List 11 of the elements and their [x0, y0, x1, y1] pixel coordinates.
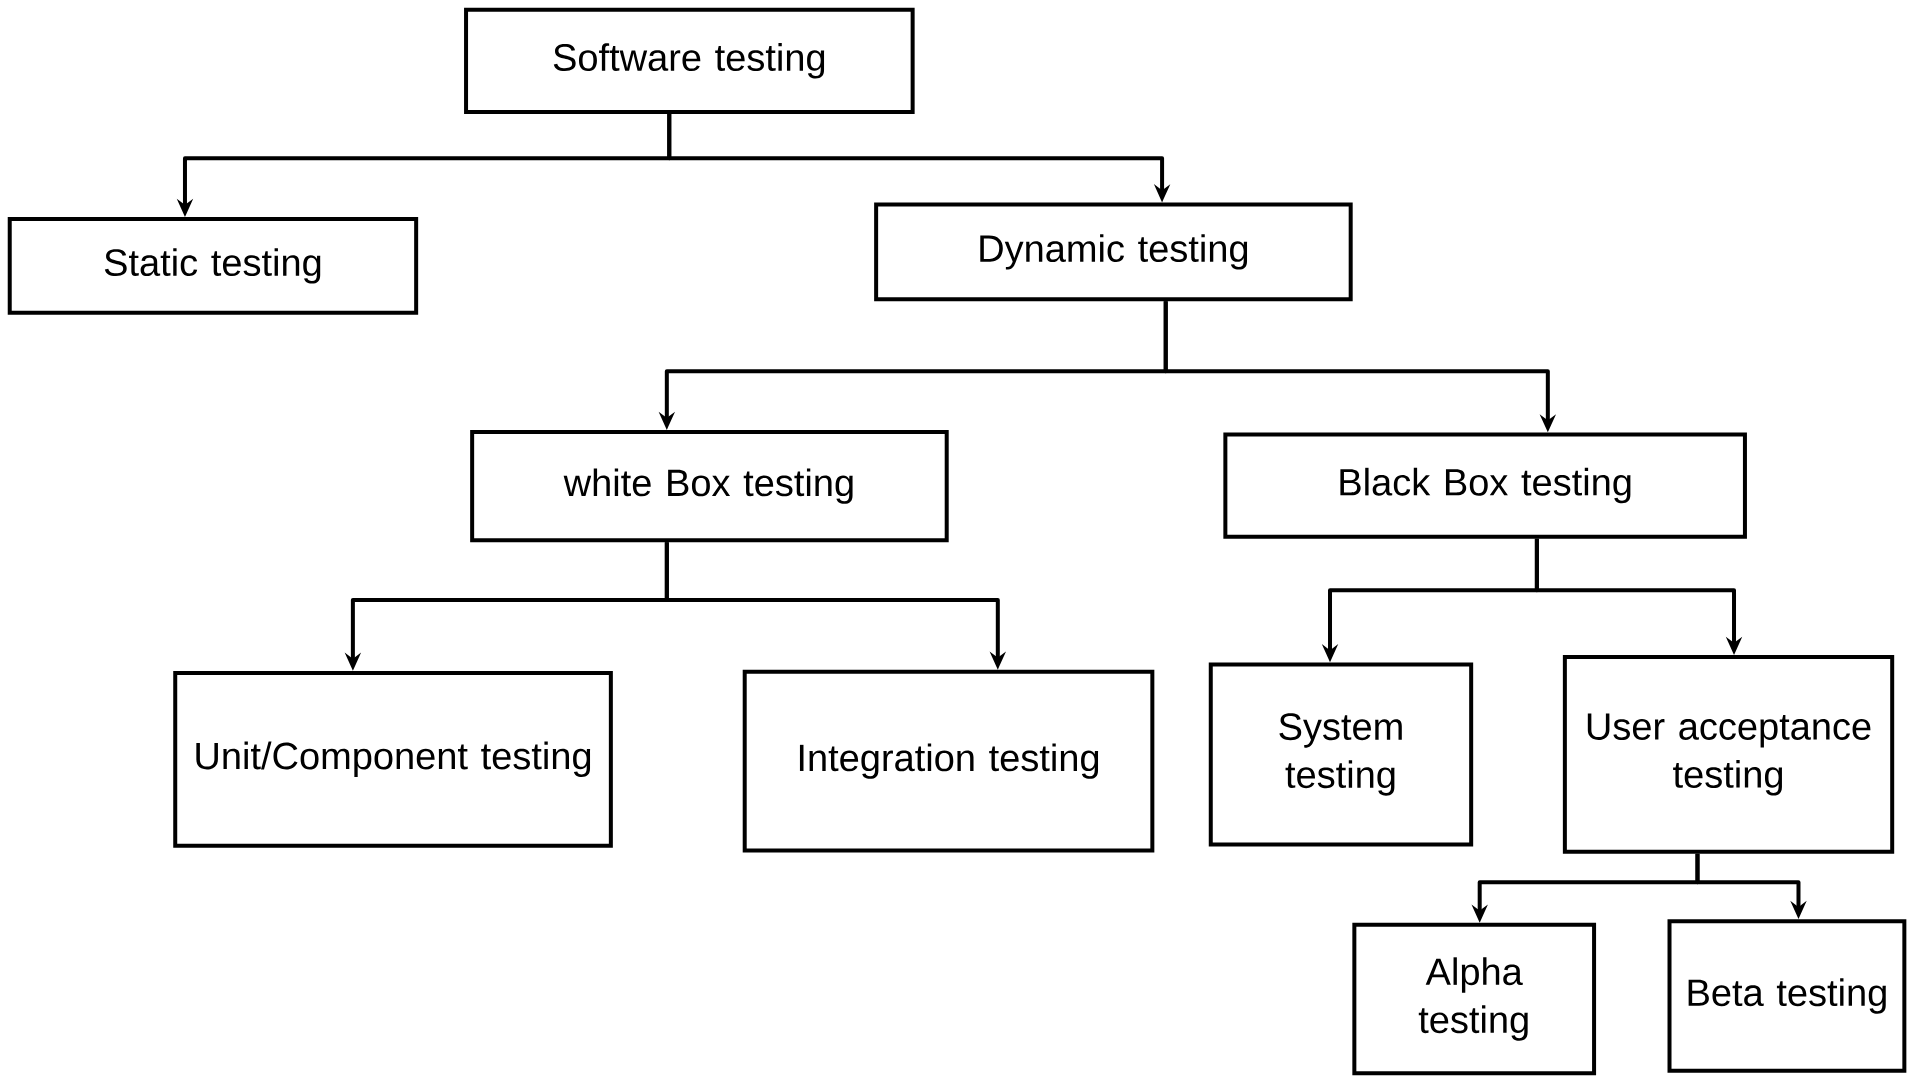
process-box: Black Box testing: [1223, 432, 1747, 539]
process-box: Integration testing: [742, 669, 1155, 853]
process-box: Alpha testing: [1352, 922, 1597, 1076]
process-box: white Box testing: [470, 429, 949, 543]
process-box: Beta testing: [1667, 919, 1907, 1073]
process-box: Unit/Component testing: [173, 670, 613, 848]
process-box: Static testing: [7, 217, 419, 315]
process-box: Dynamic testing: [874, 202, 1353, 302]
process-box: Software testing: [464, 7, 915, 114]
process-box: User acceptance testing: [1562, 655, 1895, 854]
process-box: System testing: [1208, 662, 1474, 847]
